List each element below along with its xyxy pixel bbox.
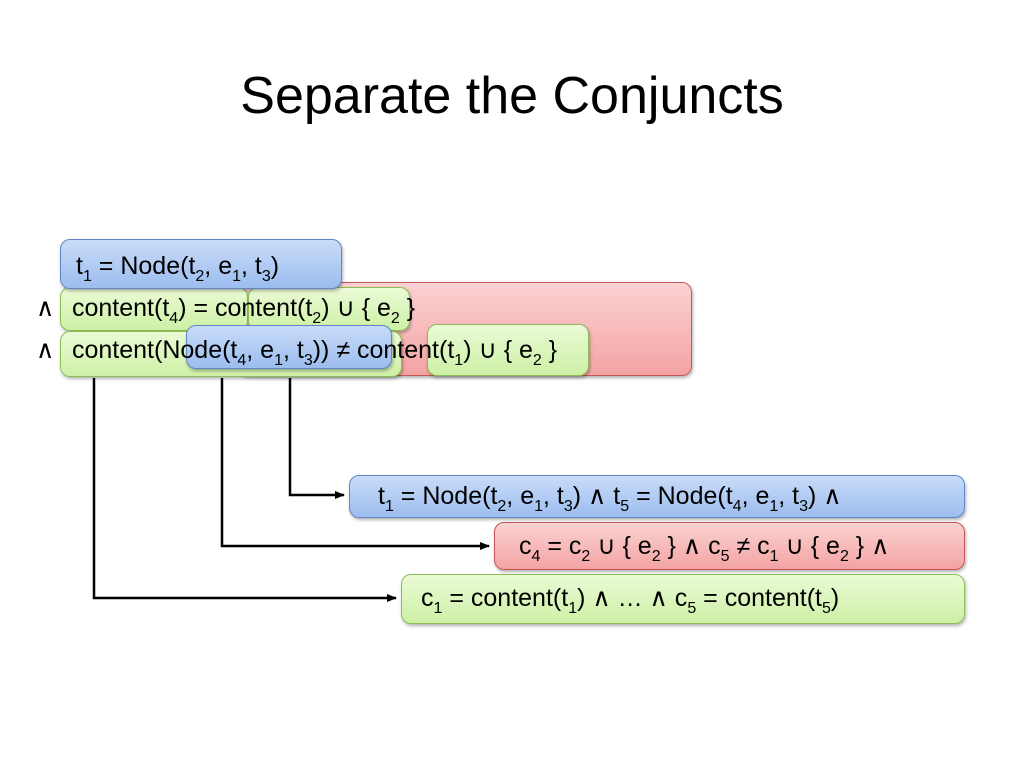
blue-highlight-node-equation (60, 239, 342, 289)
formula-line-3-conjunction: ∧ (36, 336, 55, 364)
arrow-to-set-constraints (220, 378, 490, 550)
formula-line-2-conjunction: ∧ (36, 294, 55, 322)
green-highlight-content-t4 (60, 287, 248, 331)
result-content-definitions: c1 = content(t1) ∧ … ∧ c5 = content(t5) (421, 584, 840, 617)
result-node-constraints-box (349, 475, 965, 518)
formula-line-3: content(Node(t4, e1, t3)) ≠ content(t1) … (72, 336, 558, 369)
slide-title: Separate the Conjuncts (240, 67, 784, 125)
green-highlight-content-t1 (427, 324, 589, 376)
formula-line-1: t1 = Node(t2, e1, t3) (76, 252, 280, 285)
arrow-to-node-constraints (288, 378, 345, 499)
formula-line-2: content(t4) = content(t2) ∪ { e2 } (72, 294, 416, 327)
result-node-constraints: t1 = Node(t2, e1, t3) ∧ t5 = Node(t4, e1… (378, 482, 842, 515)
result-content-definitions-box (401, 574, 965, 624)
result-set-constraints-box (494, 522, 965, 570)
blue-highlight-node-term (186, 325, 392, 369)
arrow-to-content-definitions (92, 378, 397, 602)
result-set-constraints: c4 = c2 ∪ { e2 } ∧ c5 ≠ c1 ∪ { e2 } ∧ (519, 532, 890, 565)
